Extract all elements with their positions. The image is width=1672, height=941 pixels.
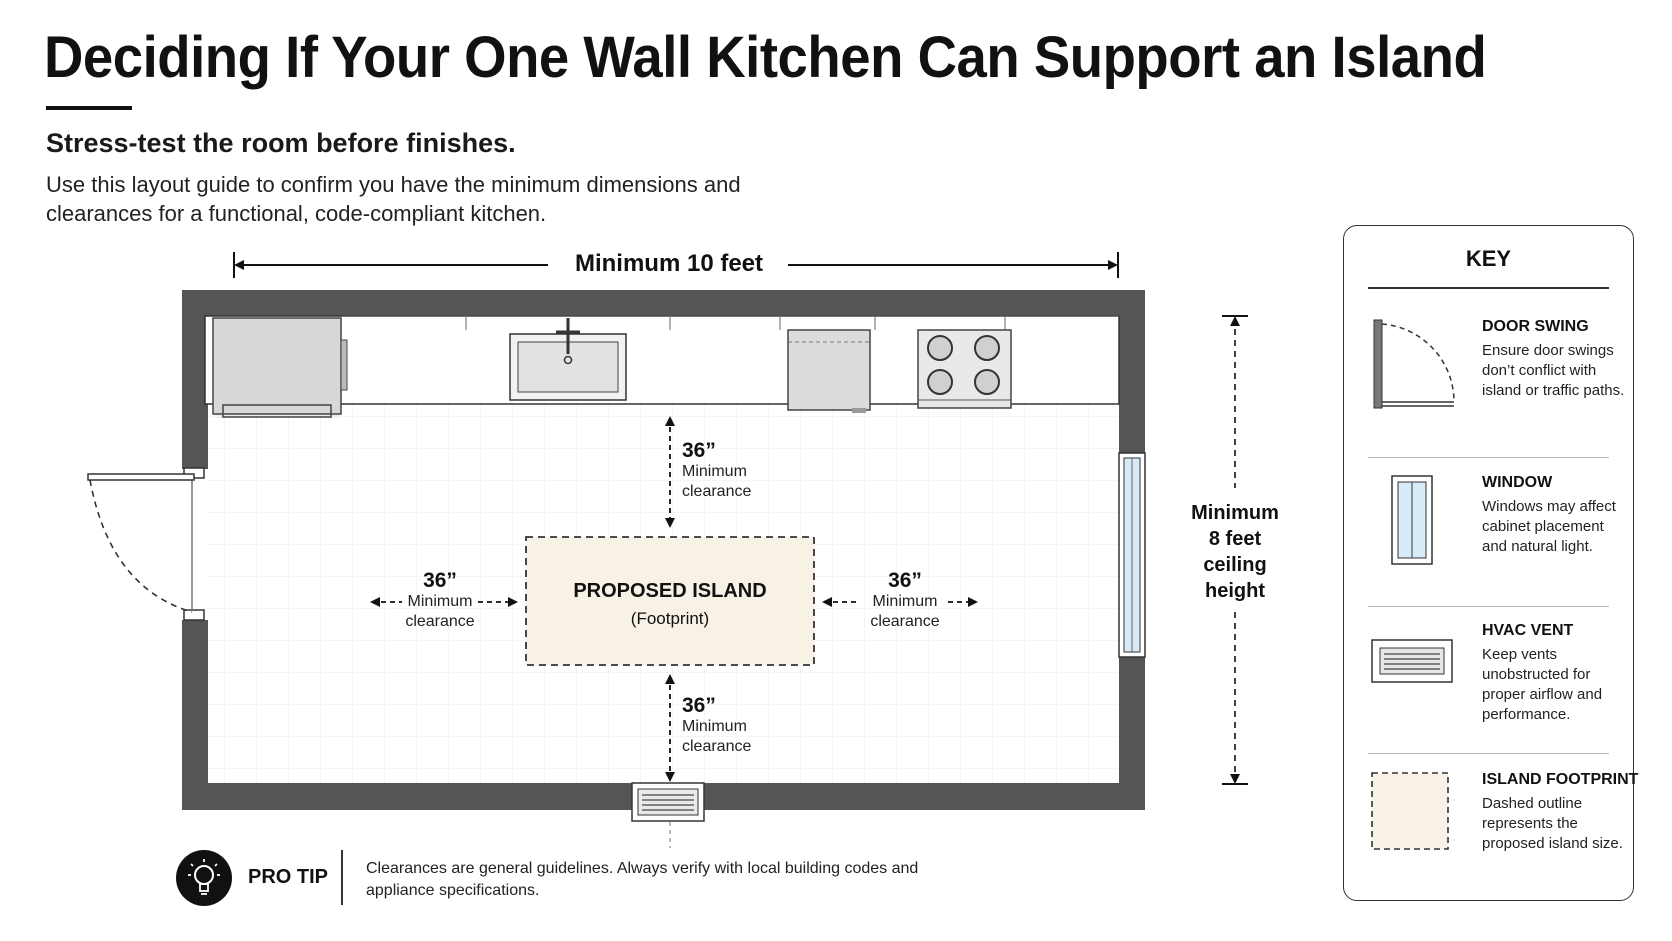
refrigerator [212, 317, 348, 418]
key-separator [1368, 606, 1609, 607]
key-separator [1368, 457, 1609, 458]
island-footprint-icon [1371, 772, 1449, 850]
clearance-right-label: 36” Minimum clearance [870, 569, 940, 631]
window-icon [1391, 475, 1433, 565]
pro-tip-label: PRO TIP [248, 866, 329, 888]
island-subtitle: (Footprint) [630, 609, 710, 628]
hvac-vent-icon [631, 782, 705, 822]
key-item-description: Keep vents unobstructed for proper airfl… [1482, 646, 1603, 723]
page-subtitle: Stress-test the room before finishes. [46, 128, 516, 158]
window-icon [1118, 452, 1146, 658]
key-item-description: Ensure door swings don’t conflict with i… [1482, 342, 1625, 399]
key-item-door-swing: DOOR SWING Ensure door swings don’t conf… [1344, 306, 1633, 446]
key-item-title: ISLAND FOOTPRINT [1482, 771, 1639, 788]
key-separator [1368, 753, 1609, 754]
key-item-window: WINDOW Windows may affect cabinet placem… [1344, 474, 1633, 604]
island-title: PROPOSED ISLAND [573, 580, 767, 602]
cooktop [917, 329, 1012, 409]
key-panel: KEY DOOR SWING Ensure door swings don’t … [1343, 225, 1639, 901]
width-label: Minimum 10 feet [574, 250, 764, 277]
key-item-title: HVAC VENT [1482, 622, 1574, 639]
ceiling-height-dimension [1222, 315, 1248, 785]
proposed-island [525, 536, 815, 666]
pro-tip-divider [341, 850, 343, 905]
ceiling-label-line: 8 feet [1208, 528, 1262, 550]
key-item-hvac-vent: HVAC VENT Keep vents unobstructed for pr… [1344, 622, 1633, 752]
kitchen-walls [182, 290, 1145, 810]
pro-tip-text: Clearances are general guidelines. Alway… [366, 860, 919, 899]
lightbulb-icon [188, 859, 220, 895]
clearance-top-label: 36” Minimum clearance [682, 439, 752, 501]
dishwasher [787, 329, 871, 413]
clearance-bottom-label: 36” Minimum clearance [682, 694, 752, 756]
ceiling-label-line: height [1205, 580, 1265, 602]
key-item-description: Dashed outline represents the proposed i… [1482, 795, 1623, 852]
key-title-rule [1368, 287, 1609, 289]
ceiling-label-line: ceiling [1203, 554, 1267, 576]
key-item-title: DOOR SWING [1482, 318, 1589, 335]
key-item-island-footprint: ISLAND FOOTPRINT Dashed outline represen… [1344, 771, 1639, 896]
door-swing-icon [1373, 319, 1455, 409]
door-swing-icon [87, 467, 205, 621]
page-title: Deciding If Your One Wall Kitchen Can Su… [44, 25, 1487, 90]
pro-tip-badge [176, 850, 232, 906]
hvac-vent-icon [1371, 639, 1453, 683]
key-item-title: WINDOW [1482, 474, 1553, 491]
page-description: Use this layout guide to confirm you hav… [46, 172, 741, 226]
sink [509, 318, 627, 401]
width-dimension [233, 252, 1119, 278]
title-underline [46, 106, 132, 110]
ceiling-label-line: Minimum [1191, 502, 1279, 524]
clearance-left-label: 36” Minimum clearance [405, 569, 475, 631]
ceiling-height-label: Minimum 8 feet ceiling height [1170, 500, 1300, 604]
key-item-description: Windows may affect cabinet placement and… [1482, 498, 1616, 555]
clearance-arrows [370, 416, 978, 848]
key-title: KEY [1465, 246, 1512, 271]
